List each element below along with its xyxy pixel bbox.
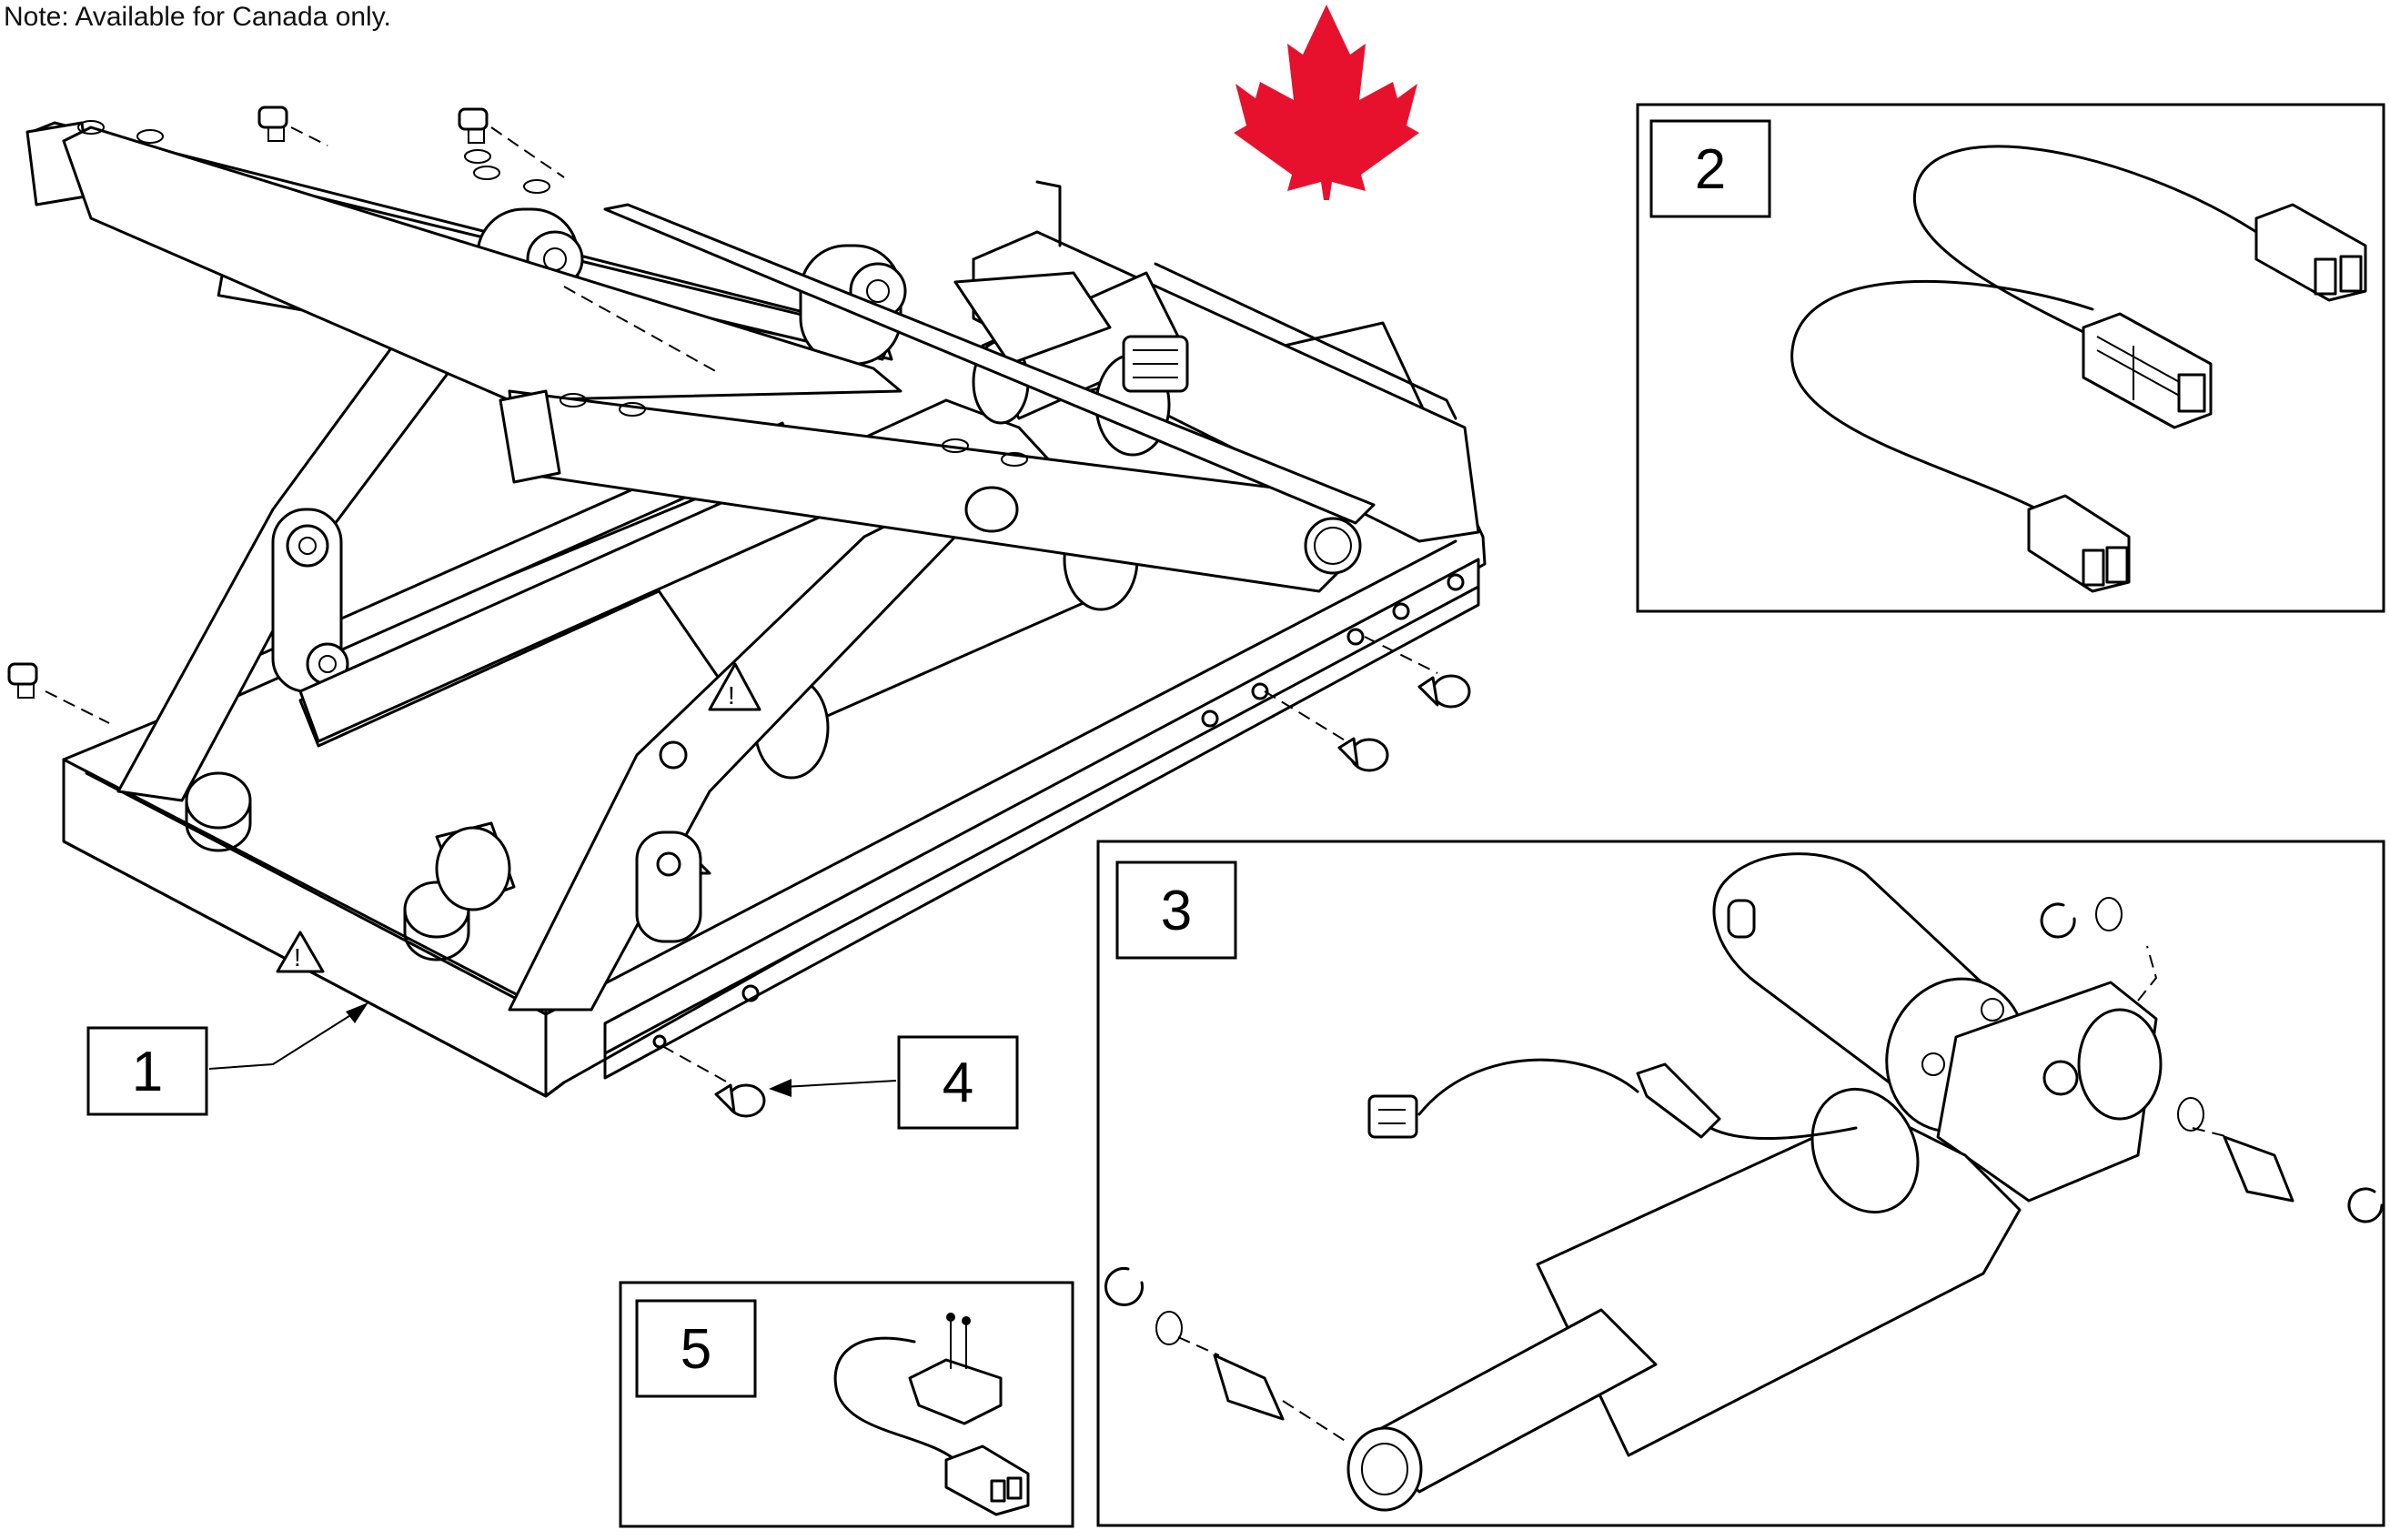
panel-switch: 5	[619, 1281, 1074, 1528]
connector-icon	[2254, 203, 2367, 302]
svg-text:2: 2	[1695, 138, 1726, 201]
e-clip-icon	[2347, 1187, 2384, 1223]
warning-icon	[276, 931, 325, 973]
callout-1: 1	[86, 1026, 208, 1116]
svg-text:3: 3	[1161, 880, 1192, 942]
svg-text:!: !	[728, 681, 735, 710]
panel-actuator: 3	[1096, 840, 2385, 1527]
screw-icon	[7, 106, 1471, 1118]
connector-icon	[944, 1444, 1030, 1516]
connector-icon	[2027, 494, 2131, 593]
e-clip-icon	[1104, 1267, 1144, 1306]
svg-text:1: 1	[132, 1041, 163, 1103]
svg-text:4: 4	[943, 1052, 973, 1114]
maple-leaf-icon	[1234, 5, 1419, 200]
connector-icon	[1367, 1094, 1418, 1139]
warning-icon	[708, 662, 761, 711]
callout-1-leader	[208, 1009, 360, 1070]
callout-4: 4	[897, 1035, 1019, 1130]
svg-text:!: !	[294, 943, 301, 971]
panel-wire-harness: 2	[1636, 103, 2385, 613]
connector-icon	[2082, 312, 2213, 429]
seat-lift-frame: ! !	[25, 120, 1487, 1098]
svg-text:5: 5	[681, 1318, 711, 1381]
e-clip-icon	[2040, 902, 2076, 939]
callout-4-leader	[782, 1080, 897, 1088]
availability-note: Note: Available for Canada only.	[4, 2, 391, 32]
